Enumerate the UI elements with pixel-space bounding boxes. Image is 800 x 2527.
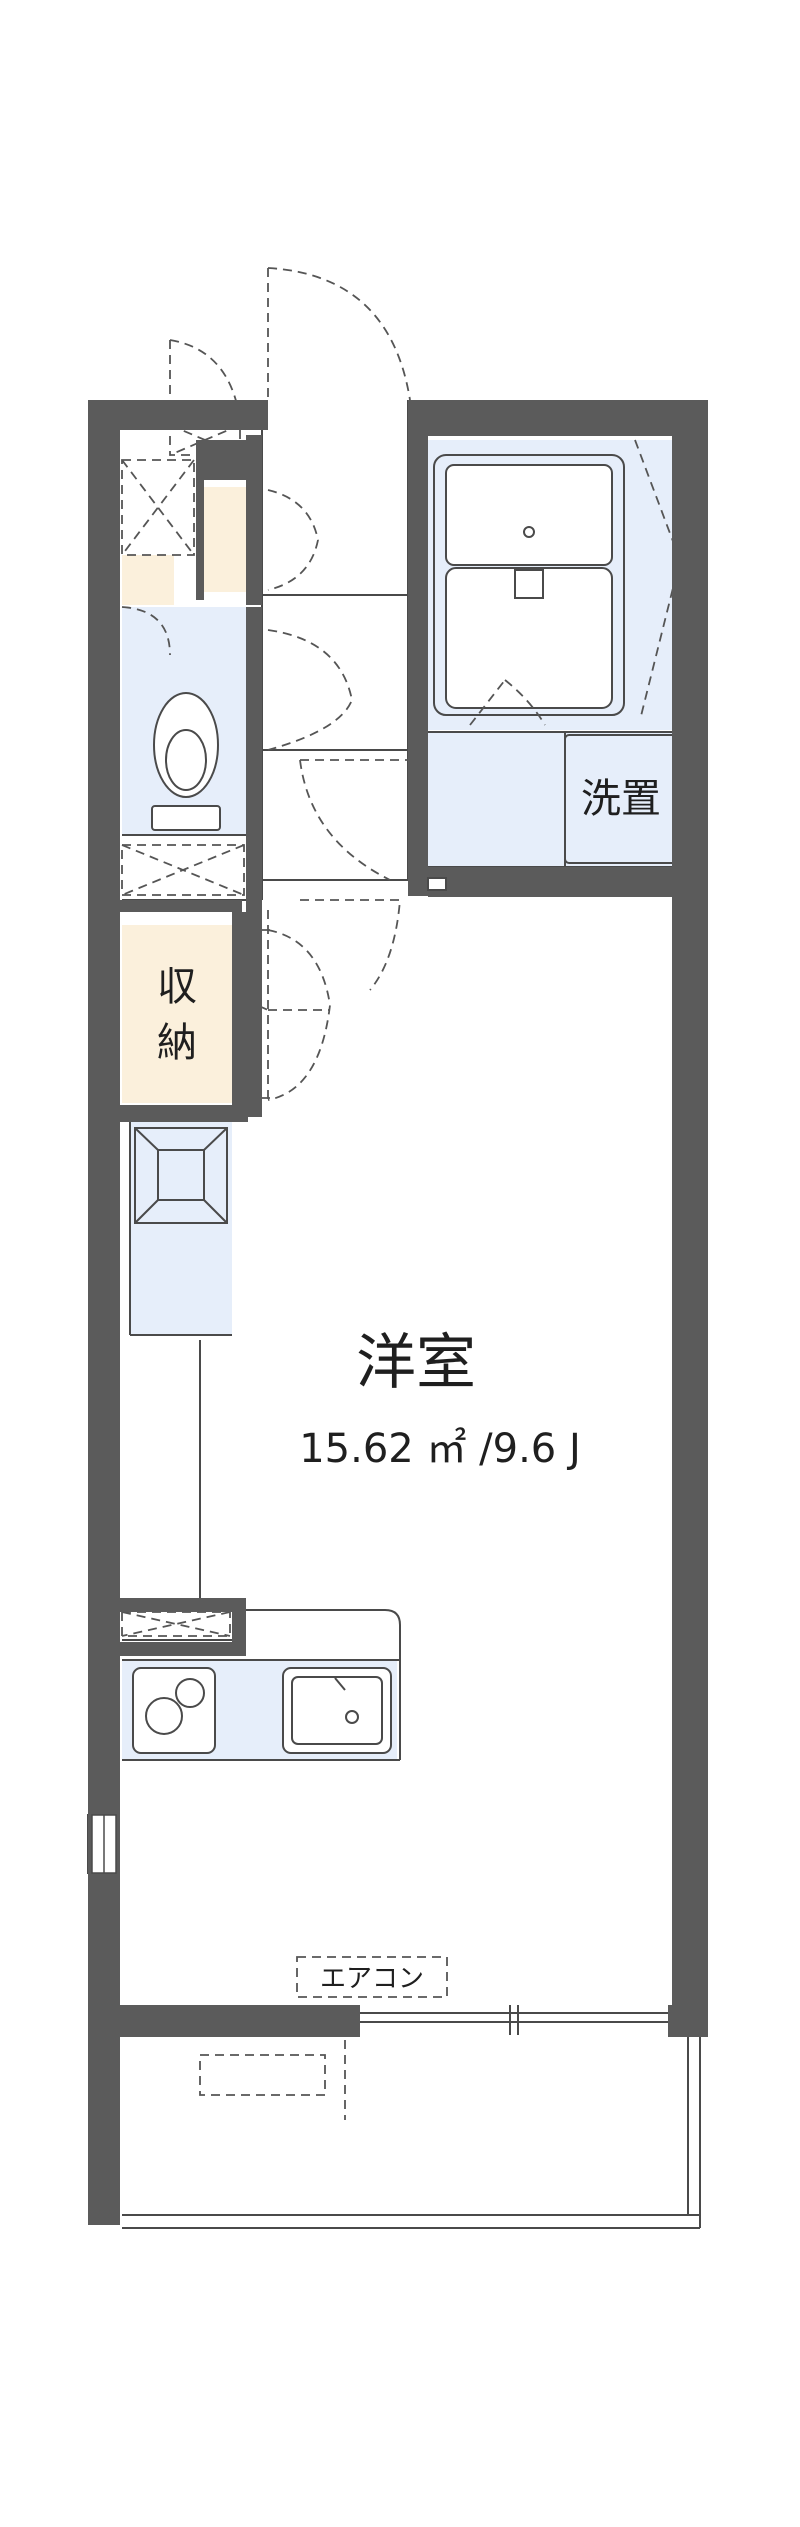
storage-area [122, 925, 232, 1103]
aircon-box [296, 1956, 448, 1998]
toilet [151, 692, 221, 831]
closet-small-1 [200, 487, 250, 592]
bathtub [433, 454, 625, 716]
shoe-cabinet [134, 1127, 228, 1224]
balcony [122, 2035, 701, 2229]
stove [132, 1667, 216, 1754]
door-swings [169, 267, 411, 1101]
washer-label: 洗置 [581, 776, 661, 822]
closet-small-2 [122, 555, 174, 605]
outlet [427, 877, 447, 891]
aircon-label: エアコン [320, 1964, 424, 1994]
storage-label-2: 納 [157, 1020, 197, 1066]
shoe-shelf-area [130, 1122, 232, 1335]
main-room-area: 15.62 ㎡ /9.6 J [299, 1426, 581, 1472]
main-room-label: 洋室 [356, 1328, 476, 1398]
storage-label-1: 収 [157, 964, 197, 1010]
sink [282, 1667, 392, 1754]
balcony-window [360, 2005, 668, 2035]
toilet-door-swing [121, 606, 171, 656]
walls [88, 400, 708, 2225]
washroom-area [428, 732, 680, 867]
